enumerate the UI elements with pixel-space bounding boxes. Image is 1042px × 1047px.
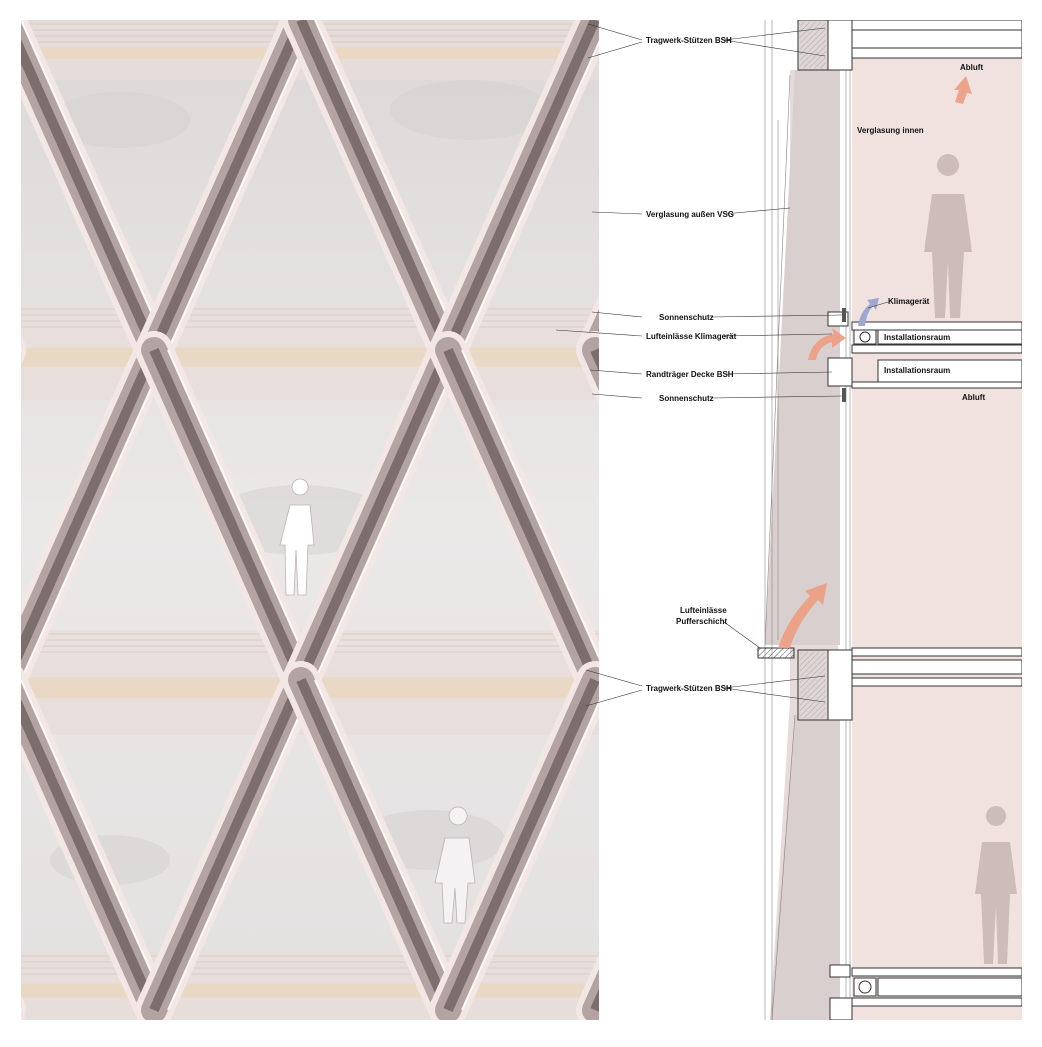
frame-member-core: [590, 328, 599, 352]
frame-member-outer: [21, 334, 26, 363]
frame-highlight: [167, 349, 316, 681]
outer-glazing-panel: [770, 715, 840, 1020]
facade-elevation: [0, 20, 756, 1020]
frame-member-core: [149, 677, 306, 1013]
frame-highlight: [21, 679, 169, 1011]
frame-member: [582, 309, 599, 363]
label-sonnenschutz-2: Sonnenschutz: [659, 394, 714, 403]
airflow-arrow: [858, 298, 879, 326]
label-tragwerk-bottom: Tragwerk-Stützen BSH: [646, 684, 732, 693]
diagrid-structure: [0, 20, 756, 1020]
frame-member: [582, 969, 599, 1020]
frame-member-core: [0, 20, 7, 350]
frame-member-core: [21, 699, 159, 1013]
frame-highlight: [167, 20, 316, 351]
label-installationsraum-2: Installationsraum: [884, 366, 950, 375]
floor-slab: [851, 20, 1022, 59]
wood-beam: [21, 347, 599, 367]
facade-section: [757, 20, 1022, 1020]
label-lufteinlaesse-klima: Lufteinlässe Klimagerät: [646, 332, 737, 341]
frame-member-core: [21, 39, 159, 353]
label-abluft-mid: Abluft: [962, 393, 985, 402]
frame-member-core: [296, 677, 453, 1013]
glazing-lines: [764, 20, 851, 1020]
frame-member: [0, 20, 7, 350]
label-klimageraet: Klimagerät: [888, 297, 930, 306]
frame-highlight: [461, 699, 599, 1011]
frame-highlight: [167, 679, 316, 1011]
frame-member-core: [0, 680, 7, 1010]
person-silhouette: [434, 806, 476, 924]
frame-member-core: [443, 677, 599, 1013]
frame-highlight: [609, 680, 756, 1010]
frame-member-outer: [576, 954, 599, 1020]
frame-member-core: [149, 20, 306, 353]
frame-highlight: [314, 20, 463, 351]
frame-highlight: [609, 20, 756, 350]
frame-highlight: [21, 1007, 22, 1010]
wood-beam: [21, 983, 599, 998]
frame-highlight: [21, 20, 169, 351]
frame-highlight: [314, 349, 463, 681]
buffer-air-inlet: [757, 647, 795, 659]
label-lufteinlaesse-puffer-2: Pufferschicht: [676, 617, 727, 626]
frame-member-core: [443, 20, 599, 353]
label-lufteinlaesse-puffer-1: Lufteinlässe: [680, 606, 727, 615]
label-tragwerk-top: Tragwerk-Stützen BSH: [646, 36, 732, 45]
outer-glazing-panel: [765, 70, 840, 645]
frame-member-core: [590, 988, 599, 1012]
climate-unit: [829, 964, 877, 1020]
frame-member-core: [296, 20, 453, 353]
label-verglasung-aussen: Verglasung außen VSG: [646, 210, 734, 219]
frame-member-outer: [576, 294, 599, 369]
sun-shading: [842, 308, 846, 402]
frame-highlight: [21, 347, 22, 350]
label-abluft-top: Abluft: [960, 63, 983, 72]
structural-column: [797, 649, 853, 721]
label-sonnenschutz-1: Sonnenschutz: [659, 313, 714, 322]
frame-member-core: [0, 350, 7, 680]
airflow-arrow: [778, 76, 972, 648]
annotation-labels: Tragwerk-Stützen BSH Verglasung außen VS…: [646, 36, 985, 693]
frame-highlight: [461, 349, 599, 661]
frame-highlight: [21, 350, 22, 353]
frame-highlight: [461, 39, 599, 351]
frame-member-core: [296, 347, 453, 683]
floor-slab: [851, 647, 1022, 1007]
annotation-leaders: [555, 23, 889, 707]
frame-member-core: [21, 347, 159, 661]
floor-slab: [851, 321, 1022, 389]
frame-highlight: [314, 679, 463, 1011]
frame-member: [0, 350, 7, 680]
frame-highlight: [21, 349, 169, 681]
structural-column: [797, 20, 853, 71]
frame-member-outer: [21, 337, 26, 366]
person-silhouette: [279, 478, 315, 596]
frame-member: [0, 680, 7, 1010]
label-installationsraum-1: Installationsraum: [884, 333, 950, 342]
label-verglasung-innen: Verglasung innen: [857, 126, 924, 135]
frame-member-core: [149, 347, 306, 683]
label-randtraeger: Randträger Decke BSH: [646, 370, 734, 379]
frame-member-core: [443, 347, 599, 683]
person-silhouette: [924, 154, 1017, 964]
frame-member-outer: [21, 994, 26, 1020]
